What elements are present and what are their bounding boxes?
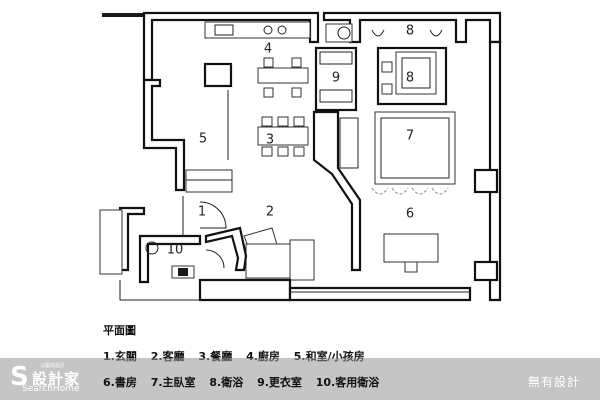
wall-left (142, 78, 186, 192)
wall-bottom-right (288, 286, 472, 302)
legend-title: 平面圖 (103, 324, 136, 337)
logo-en-text: SearchHome (22, 384, 80, 394)
kitchen-sink (214, 24, 234, 36)
room-label-10: 10 (167, 243, 184, 258)
room-label-5: 5 (199, 132, 207, 147)
stool (263, 57, 274, 68)
dining-chair (261, 116, 273, 127)
bathtub-inner (401, 57, 431, 89)
guest-bath-door (205, 249, 225, 269)
dining-chair (277, 116, 289, 127)
legend-item: 9.更衣室 (257, 376, 302, 389)
study-desk (383, 233, 439, 263)
kitchen-island (257, 67, 309, 84)
guest-toilet-icon (145, 241, 159, 255)
logo-mark: S (10, 362, 29, 392)
dressing-room-shelf (319, 89, 353, 103)
wall-bottom (198, 278, 292, 302)
dressing-room-shelf (319, 51, 353, 65)
study-chair (404, 261, 418, 273)
searchhome-logo: S 以圖找設計 設計家 SearchHome (10, 362, 100, 396)
room-label-9: 9 (332, 71, 340, 86)
wall-top-left (102, 13, 144, 17)
wall-right-column (473, 168, 499, 194)
legend-row-2: 6.書房 7.主臥室 8.衛浴 9.更衣室 10.客用衛浴 (103, 374, 389, 390)
wall-right-column-2 (473, 260, 499, 282)
logo-cn-text: 設計家 (32, 370, 81, 388)
stove-burner-2 (277, 25, 287, 35)
entry-door-swing (199, 201, 227, 229)
room-label-8-bath: 8 (406, 71, 414, 86)
sofa-arm (289, 239, 315, 281)
stove-burner (263, 25, 273, 35)
designer-brand: 無有設計 (527, 375, 580, 389)
wardrobe-doors (371, 187, 449, 195)
closet-shelf (339, 117, 359, 169)
guest-bath-shower (99, 209, 123, 275)
legend-item: 10.客用衛浴 (315, 376, 380, 389)
partition-room-5 (203, 62, 233, 88)
legend-item: 6.書房 (103, 376, 137, 389)
bed (374, 111, 456, 185)
dining-chair (293, 146, 305, 157)
room-label-1: 1 (198, 205, 206, 220)
legend-item: 8.衛浴 (209, 376, 244, 389)
dining-table (257, 126, 309, 146)
bathroom-counter (325, 23, 353, 43)
kitchen-counter (204, 21, 311, 39)
stool (291, 57, 302, 68)
room-label-2: 2 (266, 205, 274, 220)
logo-small-text: 以圖找設計 (40, 363, 66, 369)
room-label-8-top: 8 (406, 24, 414, 39)
legend-item: 7.主臥室 (150, 376, 196, 389)
dining-chair (261, 146, 273, 157)
diagonal-wall (312, 110, 362, 272)
guest-bath-column (178, 268, 188, 276)
watermark-bar (0, 358, 600, 400)
shower-door (371, 29, 443, 37)
room-label-6: 6 (406, 207, 414, 222)
toilet-icon (337, 26, 351, 40)
entry-cabinet (185, 169, 233, 193)
stool (263, 87, 274, 98)
stool (291, 87, 302, 98)
room-label-4: 4 (264, 42, 272, 57)
room-label-7: 7 (406, 129, 414, 144)
bathtub (395, 51, 437, 95)
bath-sink (381, 61, 393, 73)
hall-door (119, 280, 200, 301)
living-wall-angle (204, 226, 248, 272)
dining-chair (277, 146, 289, 157)
bed-inner (380, 117, 450, 179)
room-label-3: 3 (266, 133, 274, 148)
bath-sink (381, 83, 393, 95)
dining-chair (293, 116, 305, 127)
dressing-room-wall (314, 46, 358, 112)
